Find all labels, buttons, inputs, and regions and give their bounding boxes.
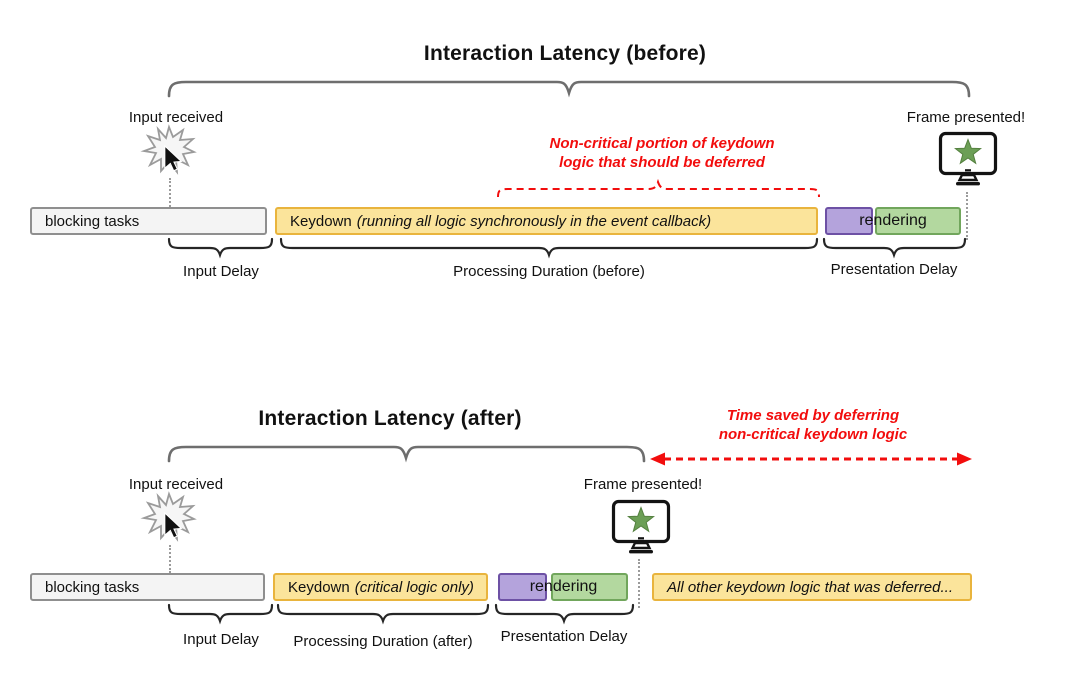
monitor-with-star-icon (937, 131, 999, 189)
presentation-delay-label-after: Presentation Delay (500, 628, 628, 645)
bar-rendering-green-after (551, 573, 628, 601)
presentation-delay-brace-before (822, 237, 967, 259)
bar-blocking-tasks-after-label: blocking tasks (45, 578, 140, 596)
frame-dotted-line-after (638, 559, 640, 608)
time-saved-note: Time saved by deferring non-critical key… (719, 406, 907, 444)
time-saved-dashed-arrow (650, 451, 972, 467)
input-delay-brace-after (167, 603, 274, 625)
bar-keydown-after-note: (critical logic only) (354, 578, 474, 596)
bar-deferred-keydown-after-label: All other keydown logic that was deferre… (667, 578, 953, 596)
deferred-portion-note-line1: Non-critical portion of keydown (549, 135, 775, 152)
section-title-before: Interaction Latency (before) (423, 42, 707, 65)
deferred-portion-note: Non-critical portion of keydown logic th… (549, 134, 774, 172)
time-saved-note-line2: non-critical keydown logic (718, 426, 908, 443)
frame-presented-label-before: Frame presented! (906, 109, 1026, 126)
overall-latency-brace-after (167, 437, 646, 463)
deferred-portion-dashed-brace (497, 178, 820, 199)
bar-keydown-after: Keydown (critical logic only) (273, 573, 488, 601)
overall-latency-brace-before (167, 72, 971, 98)
bar-blocking-tasks-before: blocking tasks (30, 207, 267, 235)
bar-rendering-purple-before (825, 207, 873, 235)
input-delay-brace-before (167, 237, 274, 259)
deferred-portion-note-line2: logic that should be deferred (559, 154, 765, 171)
frame-dotted-line-before (966, 192, 968, 240)
bar-keydown-before-note: (running all logic synchronously in the … (356, 212, 712, 230)
input-delay-label-before: Input Delay (183, 263, 259, 280)
processing-duration-label-before: Processing Duration (before) (453, 263, 645, 280)
mouse-cursor-icon (163, 511, 185, 539)
input-dotted-line-after (169, 545, 171, 573)
input-received-label-before: Input received (128, 109, 224, 126)
monitor-with-star-icon (610, 499, 672, 557)
bar-blocking-tasks-before-label: blocking tasks (45, 212, 140, 230)
processing-duration-brace-after (276, 603, 490, 625)
frame-presented-label-after: Frame presented! (583, 476, 703, 493)
presentation-delay-brace-after (494, 603, 635, 625)
input-dotted-line-before (169, 178, 171, 207)
presentation-delay-label-before: Presentation Delay (830, 261, 958, 278)
input-delay-label-after: Input Delay (183, 631, 259, 648)
bar-keydown-before: Keydown (running all logic synchronously… (275, 207, 818, 235)
bar-rendering-purple-after (498, 573, 547, 601)
input-received-label-after: Input received (128, 476, 224, 493)
bar-deferred-keydown-after: All other keydown logic that was deferre… (652, 573, 972, 601)
section-title-after: Interaction Latency (after) (258, 407, 522, 430)
processing-duration-brace-before (279, 237, 819, 259)
mouse-cursor-icon (163, 144, 185, 172)
time-saved-note-line1: Time saved by deferring (726, 407, 900, 424)
processing-duration-label-after: Processing Duration (after) (293, 633, 473, 650)
bar-keydown-before-label: Keydown (290, 212, 352, 230)
bar-blocking-tasks-after: blocking tasks (30, 573, 265, 601)
bar-keydown-after-label: Keydown (288, 578, 350, 596)
bar-rendering-green-before (875, 207, 961, 235)
